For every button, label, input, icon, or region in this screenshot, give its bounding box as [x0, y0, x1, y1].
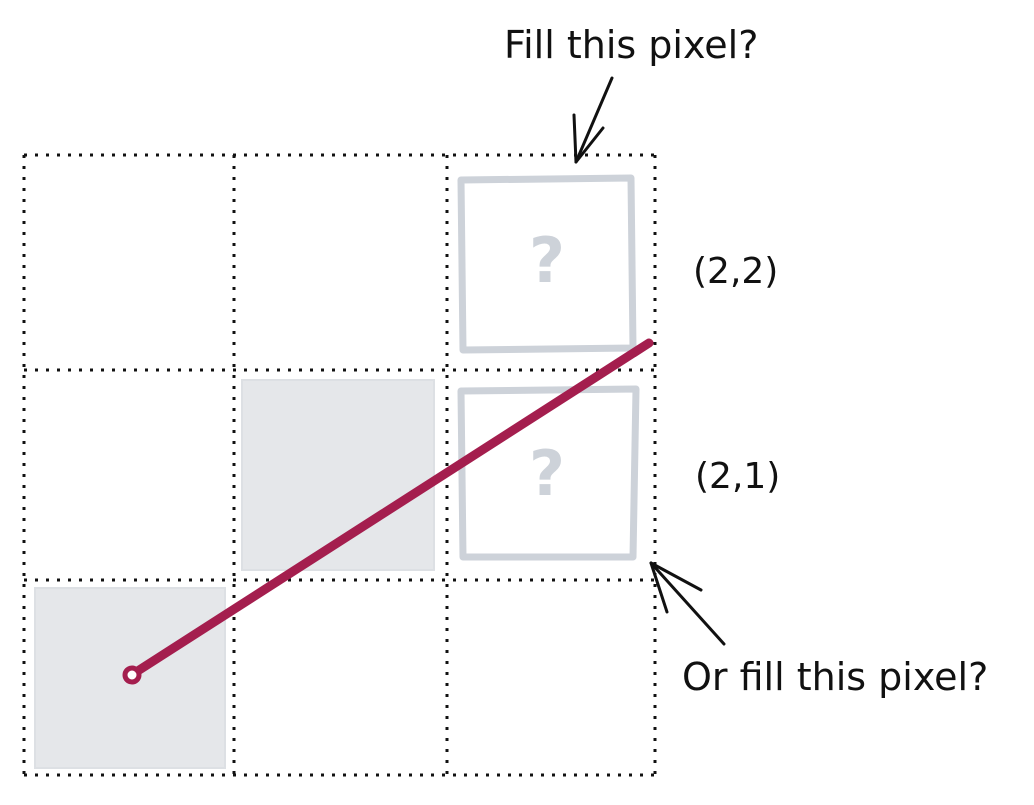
arrow-to-lower-pixel: [649, 561, 726, 646]
grid-lines: [22, 153, 657, 777]
line-start-point: [122, 665, 142, 685]
bottom-question-label: Or fill this pixel?: [682, 655, 988, 699]
line-segment: [128, 338, 654, 679]
lower-candidate-coordinate: (2,1): [695, 456, 780, 497]
arrow-to-upper-pixel: [572, 76, 614, 164]
upper-candidate-coordinate: (2,2): [693, 251, 778, 292]
candidate-mark-upper: ?: [529, 224, 565, 297]
candidate-mark-lower: ?: [529, 437, 565, 510]
top-question-label: Fill this pixel?: [504, 23, 758, 67]
